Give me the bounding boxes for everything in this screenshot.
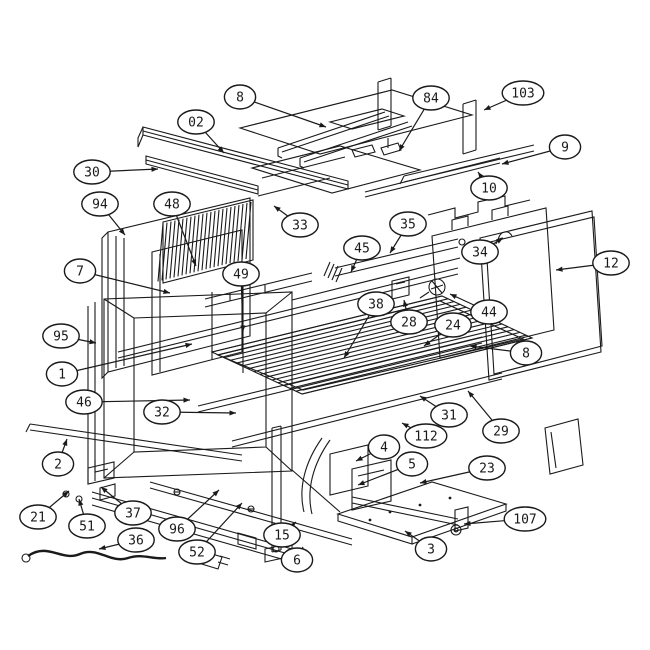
callout-12: 12	[592, 250, 630, 276]
callout-24: 24	[434, 312, 472, 338]
callout-4: 4	[367, 434, 401, 460]
callout-label: 30	[84, 166, 100, 181]
callout-30: 30	[73, 159, 111, 185]
callout-label: 94	[92, 198, 108, 213]
callout-label: 107	[513, 513, 536, 528]
insulation-hatch	[157, 201, 252, 282]
callout-label: 7	[76, 265, 84, 280]
callout-label: 95	[53, 330, 69, 345]
callout-label: 34	[472, 246, 488, 261]
callout-label: 4	[380, 441, 388, 456]
callout-103: 103	[501, 80, 545, 106]
callout-label: 35	[400, 218, 416, 233]
callout-label: 8	[236, 91, 244, 106]
callout-label: 84	[423, 92, 439, 107]
callout-label: 10	[481, 182, 497, 197]
callout-7: 7	[63, 258, 97, 284]
callout-33: 33	[281, 212, 319, 238]
callout-label: 5	[408, 458, 416, 473]
callout-label: 9	[561, 141, 569, 156]
callout-84: 84	[412, 85, 450, 111]
callout-29: 29	[482, 418, 520, 444]
callout-label: 29	[493, 425, 509, 440]
callout-label: 8	[522, 347, 530, 362]
callout-44: 44	[470, 299, 508, 325]
callout-02: 02	[177, 109, 215, 135]
callout-2: 2	[41, 451, 75, 477]
callout-34: 34	[461, 239, 499, 265]
callout-label: 21	[30, 511, 46, 526]
callout-94: 94	[81, 191, 119, 217]
callout-label: 103	[511, 87, 534, 102]
callout-35: 35	[389, 211, 427, 237]
callout-label: 49	[233, 268, 249, 283]
callout-21: 21	[19, 504, 57, 530]
callout-112: 112	[404, 423, 448, 449]
callout-5: 5	[395, 451, 429, 477]
callout-label: 52	[189, 546, 205, 561]
callout-label: 3	[427, 543, 435, 558]
callout-48: 48	[153, 191, 191, 217]
callout-label: 02	[188, 116, 204, 131]
callout-9: 9	[548, 134, 582, 160]
callout-15: 15	[263, 522, 301, 548]
callout-1: 1	[45, 361, 79, 387]
callout-6: 6	[280, 547, 314, 573]
leader-1	[61, 342, 193, 375]
callout-label: 23	[479, 462, 495, 477]
callout-label: 45	[354, 242, 370, 257]
callout-28: 28	[390, 309, 428, 335]
callout-label: 15	[274, 529, 290, 544]
callout-label: 44	[481, 306, 497, 321]
callout-23: 23	[468, 455, 506, 481]
callout-label: 12	[603, 257, 619, 272]
callout-37: 37	[114, 500, 152, 526]
callout-label: 38	[368, 298, 384, 313]
callout-label: 28	[401, 316, 417, 331]
oven-rack-wires	[211, 295, 533, 395]
callout-49: 49	[222, 261, 260, 287]
callout-label: 36	[128, 534, 144, 549]
callout-label: 96	[169, 523, 185, 538]
callout-107: 107	[503, 506, 547, 532]
callout-36: 36	[117, 527, 155, 553]
callout-32: 32	[143, 399, 181, 425]
callout-label: 33	[292, 219, 308, 234]
callout-10: 10	[470, 175, 508, 201]
callout-8: 8	[223, 84, 257, 110]
callout-8: 8	[509, 340, 543, 366]
callout-31: 31	[430, 402, 468, 428]
callout-3: 3	[414, 536, 448, 562]
callout-95: 95	[42, 323, 80, 349]
diagram-line-art	[21, 77, 603, 570]
callout-52: 52	[178, 539, 216, 565]
callout-45: 45	[343, 235, 381, 261]
callout-label: 51	[79, 520, 95, 535]
callout-label: 2	[54, 458, 62, 473]
callout-label: 24	[445, 319, 461, 334]
callout-label: 112	[414, 430, 437, 445]
callout-label: 46	[76, 396, 92, 411]
callout-label: 48	[164, 198, 180, 213]
callout-label: 1	[58, 368, 66, 383]
callout-label: 32	[154, 406, 170, 421]
callout-label: 6	[293, 554, 301, 569]
callout-96: 96	[158, 516, 196, 542]
callout-label: 31	[441, 409, 457, 424]
callout-51: 51	[68, 513, 106, 539]
callout-label: 37	[125, 507, 141, 522]
callout-46: 46	[65, 389, 103, 415]
callout-38: 38	[357, 291, 395, 317]
